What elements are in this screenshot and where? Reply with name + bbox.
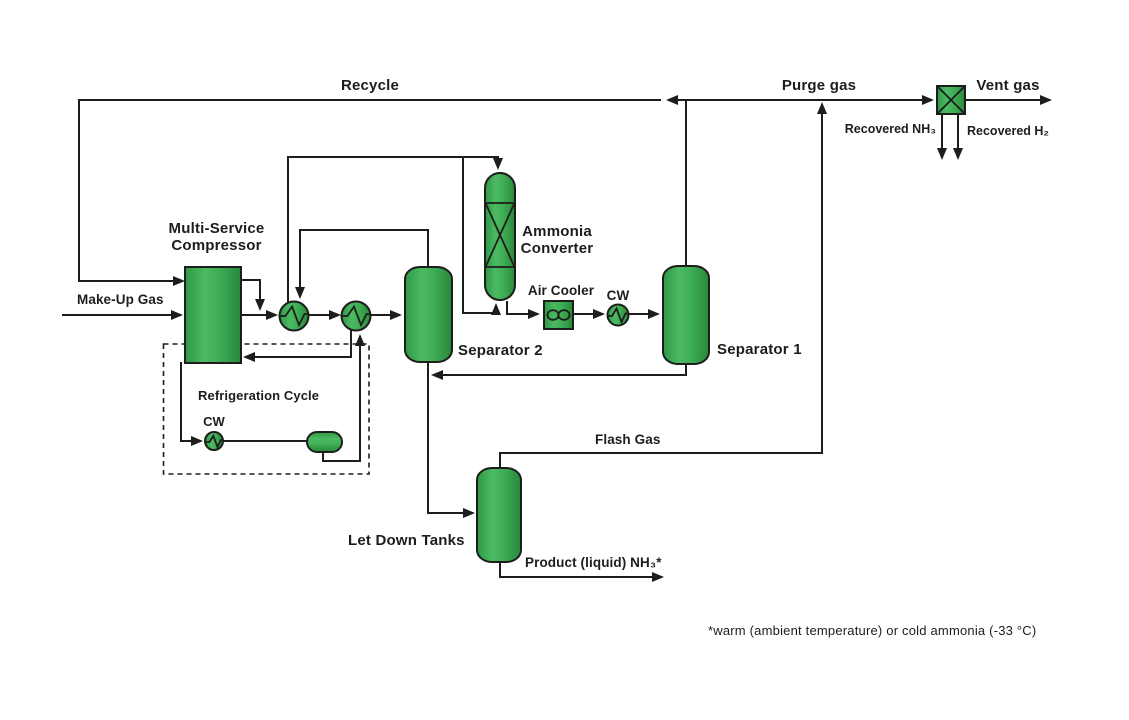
pipe-recycle	[78, 99, 661, 286]
pipe-converter-bottom-feed	[462, 157, 501, 315]
separator-1-vessel	[662, 265, 710, 365]
compressor-symbol	[184, 266, 242, 364]
label-converter-line1: Ammonia	[522, 223, 592, 240]
membrane-cross	[937, 86, 965, 114]
label-refrigeration-cw: CW	[203, 414, 225, 429]
air-cooler-fan-symbol	[546, 309, 571, 321]
pipe-separator2-overhead	[295, 229, 429, 299]
label-purge-gas: Purge gas	[781, 77, 857, 94]
label-ammonia-converter: Ammonia Converter	[516, 223, 598, 257]
label-separator-2: Separator 2	[458, 342, 543, 359]
label-separator-1: Separator 1	[717, 341, 802, 358]
refrigeration-cw-zigzag	[206, 433, 223, 450]
pipe-exchanger1-to-converter-top	[287, 156, 503, 303]
separator-2-vessel	[404, 266, 453, 363]
refrigeration-cycle-boundary	[162, 343, 370, 475]
pipe-drum-to-chiller	[322, 334, 365, 462]
label-recycle: Recycle	[340, 77, 400, 94]
label-converter-line2: Converter	[520, 240, 594, 257]
pipe-compressor-stage-outlet	[241, 279, 265, 311]
label-compressor-line1: Multi-Service	[168, 220, 265, 237]
pipe-converter-outlet	[506, 301, 540, 319]
pipe-separator1-liquid	[431, 364, 687, 380]
label-flash-gas: Flash Gas	[595, 432, 661, 447]
exchanger-1-zigzag	[280, 304, 308, 328]
pipe-product	[499, 562, 664, 582]
pipe-chiller-return	[243, 330, 352, 362]
heat-exchanger-2-icon	[340, 300, 372, 332]
label-recovered-h2: Recovered H₂	[967, 124, 1049, 138]
pipe-refrig-to-cw	[180, 362, 203, 446]
cw-cooler-zigzag	[608, 306, 628, 325]
label-make-up-gas: Make-Up Gas	[77, 292, 164, 307]
converter-catalyst-bed	[484, 202, 516, 268]
label-compressor: Multi-Service Compressor	[146, 220, 287, 254]
label-recovered-nh3: Recovered NH₃	[844, 122, 936, 136]
pipe-separator2-liquid	[427, 362, 475, 518]
refrigerant-drum	[306, 431, 343, 453]
label-cw-cooler: CW	[606, 288, 630, 303]
label-air-cooler: Air Cooler	[527, 283, 595, 298]
label-vent-gas: Vent gas	[976, 77, 1040, 94]
heat-exchanger-1-icon	[278, 300, 310, 332]
pipe-network	[62, 95, 1052, 582]
label-compressor-line2: Compressor	[171, 237, 262, 254]
label-refrigeration-cycle: Refrigeration Cycle	[198, 388, 320, 403]
label-product: Product (liquid) NH₃*	[525, 555, 662, 570]
pipe-flash-gas	[499, 102, 827, 468]
let-down-tank-vessel	[476, 467, 522, 563]
exchanger-2-zigzag	[342, 304, 370, 328]
footnote: *warm (ambient temperature) or cold ammo…	[708, 623, 1037, 638]
label-let-down-tanks: Let Down Tanks	[348, 532, 465, 549]
